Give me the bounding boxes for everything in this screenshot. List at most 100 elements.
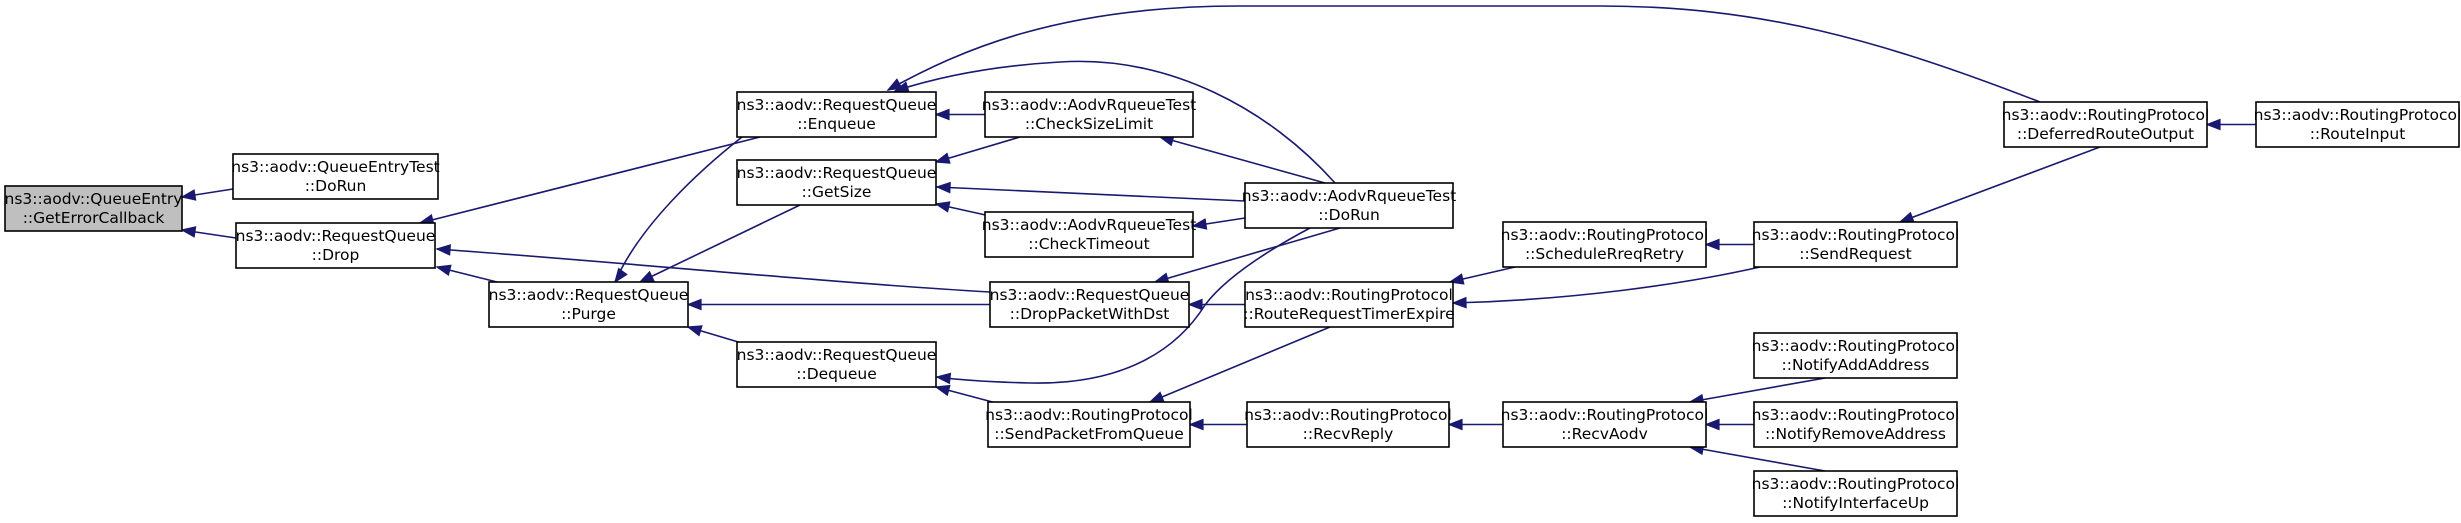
node-get-size[interactable]: ns3::aodv::RequestQueue::GetSize <box>736 159 937 206</box>
node-label-method: ::RouteInput <box>2310 125 2406 143</box>
edge-aodv-rqueue-test-do-run-to-enqueue <box>894 60 1336 184</box>
edge-enqueue-to-purge <box>614 136 743 283</box>
node-box <box>232 153 439 200</box>
node-label-method: ::NotifyRemoveAddress <box>1765 425 1946 443</box>
node-drop[interactable]: ns3::aodv::RequestQueue::Drop <box>235 222 436 269</box>
node-route-input[interactable]: ns3::aodv::RoutingProtocol::RouteInput <box>2254 101 2461 148</box>
edge-aodv-rqueue-test-do-run-to-dequeue <box>936 227 1311 384</box>
node-box <box>1753 221 1958 268</box>
edge-check-timeout-to-get-size-arrowhead <box>934 201 951 213</box>
node-label-class: ns3::aodv::RoutingProtocol <box>1245 286 1453 304</box>
edge-drop-to-get-error-callback-arrowhead <box>180 226 197 238</box>
node-label-method: ::DeferredRouteOutput <box>2017 125 2194 143</box>
node-label-method: ::DropPacketWithDst <box>1010 305 1170 323</box>
node-enqueue[interactable]: ns3::aodv::RequestQueue::Enqueue <box>736 91 937 138</box>
edge-deferred-route-output-to-enqueue <box>887 5 2041 103</box>
node-box <box>1502 221 1707 268</box>
node-box <box>1244 281 1454 328</box>
nodes-layer: ns3::aodv::QueueEntry::GetErrorCallbackn… <box>4 91 2461 517</box>
node-box <box>488 281 689 328</box>
node-label-method: ::DoRun <box>305 177 367 195</box>
node-notify-interface-up[interactable]: ns3::aodv::RoutingProtocol::NotifyInterf… <box>1752 470 1960 517</box>
node-box <box>235 222 436 269</box>
edge-aodv-rqueue-test-do-run-to-get-size <box>936 186 1246 202</box>
node-label-method: ::DoRun <box>1318 206 1380 224</box>
node-send-request[interactable]: ns3::aodv::RoutingProtocol::SendRequest <box>1752 221 1960 268</box>
node-label-class: ns3::aodv::RoutingProtocol <box>2254 106 2461 124</box>
node-box <box>2255 101 2460 148</box>
edge-send-request-to-route-request-timer-expire <box>1452 266 1761 304</box>
edge-notify-add-address-to-recv-aodv <box>1689 377 1826 403</box>
edge-aodv-rqueue-test-do-run-to-get-size-arrowhead <box>935 181 951 194</box>
node-label-class: ns3::aodv::RoutingProtocol <box>1501 226 1709 244</box>
node-schedule-rreq-retry[interactable]: ns3::aodv::RoutingProtocol::ScheduleRreq… <box>1501 221 1709 268</box>
edge-drop-packet-with-dst-to-drop <box>436 248 991 293</box>
node-drop-packet-with-dst[interactable]: ns3::aodv::RequestQueue::DropPacketWithD… <box>989 281 1190 328</box>
node-notify-add-address[interactable]: ns3::aodv::RoutingProtocol::NotifyAddAdd… <box>1752 332 1960 379</box>
node-queue-entry-test-do-run[interactable]: ns3::aodv::QueueEntryTest::DoRun <box>231 153 440 200</box>
node-box <box>1753 332 1958 379</box>
node-box <box>1753 470 1958 517</box>
node-box <box>736 159 937 206</box>
edges-layer <box>180 5 2256 472</box>
node-label-class: ns3::aodv::AodvRqueueTest <box>1242 187 1456 205</box>
node-label-method: ::RecvReply <box>1303 425 1394 443</box>
edge-dequeue-to-purge-arrowhead <box>686 325 703 337</box>
node-box <box>989 281 1190 328</box>
edge-send-packet-from-queue-to-dequeue-arrowhead <box>934 384 951 397</box>
node-label-class: ns3::aodv::QueueEntryTest <box>231 158 439 176</box>
node-label-method: ::ScheduleRreqRetry <box>1525 245 1684 263</box>
node-aodv-rqueue-test-do-run[interactable]: ns3::aodv::AodvRqueueTest::DoRun <box>1242 182 1456 229</box>
node-label-class: ns3::aodv::RoutingProtocol <box>1244 406 1452 424</box>
node-label-class: ns3::aodv::RequestQueue <box>990 286 1190 304</box>
edge-recv-aodv-to-recv-reply-arrowhead <box>1447 418 1463 431</box>
node-label-method: ::CheckTimeout <box>1028 235 1149 253</box>
node-box <box>987 401 1191 448</box>
node-dequeue[interactable]: ns3::aodv::RequestQueue::Dequeue <box>736 341 937 388</box>
node-get-error-callback[interactable]: ns3::aodv::QueueEntry::GetErrorCallback <box>4 185 183 232</box>
node-label-class: ns3::aodv::AodvRqueueTest <box>982 216 1196 234</box>
edge-aodv-rqueue-test-do-run-to-drop-packet-with-dst <box>1154 227 1341 283</box>
node-send-packet-from-queue[interactable]: ns3::aodv::RoutingProtocol::SendPacketFr… <box>985 401 1193 448</box>
node-route-request-timer-expire[interactable]: ns3::aodv::RoutingProtocol::RouteRequest… <box>1243 281 1455 328</box>
node-purge[interactable]: ns3::aodv::RequestQueue::Purge <box>488 281 689 328</box>
edge-route-request-timer-expire-to-drop-packet-with-dst-arrowhead <box>1187 298 1203 311</box>
edge-deferred-route-output-to-enqueue-arrowhead <box>886 78 903 91</box>
node-deferred-route-output[interactable]: ns3::aodv::RoutingProtocol::DeferredRout… <box>2002 101 2210 148</box>
node-box <box>984 91 1194 138</box>
node-label-class: ns3::aodv::RequestQueue <box>737 346 937 364</box>
edge-aodv-rqueue-test-do-run-to-check-timeout-arrowhead <box>1191 218 1208 230</box>
node-label-method: ::Dequeue <box>796 365 876 383</box>
node-label-class: ns3::aodv::RequestQueue <box>489 286 689 304</box>
node-check-size-limit[interactable]: ns3::aodv::AodvRqueueTest::CheckSizeLimi… <box>982 91 1196 138</box>
node-label-method: ::GetSize <box>802 183 872 201</box>
edge-check-size-limit-to-get-size <box>935 136 1021 163</box>
node-label-method: ::Drop <box>312 246 360 264</box>
node-notify-remove-address[interactable]: ns3::aodv::RoutingProtocol::NotifyRemove… <box>1752 401 1960 448</box>
node-box <box>1502 401 1707 448</box>
edge-deferred-route-output-to-send-request-arrowhead <box>1898 211 1915 223</box>
edge-send-request-to-schedule-rreq-retry-arrowhead <box>1704 238 1720 251</box>
node-label-class: ns3::aodv::RoutingProtocol <box>985 406 1193 424</box>
node-label-class: ns3::aodv::RoutingProtocol <box>1752 475 1960 493</box>
edge-get-size-to-purge-arrowhead <box>638 270 655 283</box>
node-box <box>736 91 937 138</box>
edge-notify-remove-address-to-recv-aodv-arrowhead <box>1704 418 1720 431</box>
edge-enqueue-to-drop <box>419 136 761 224</box>
edge-drop-packet-with-dst-to-purge-arrowhead <box>686 298 702 311</box>
edge-route-request-timer-expire-to-send-packet-from-queue-arrowhead <box>1148 391 1165 403</box>
node-label-method: ::GetErrorCallback <box>23 209 165 227</box>
node-recv-reply[interactable]: ns3::aodv::RoutingProtocol::RecvReply <box>1244 401 1452 448</box>
node-label-method: ::CheckSizeLimit <box>1025 115 1153 133</box>
node-check-timeout[interactable]: ns3::aodv::AodvRqueueTest::CheckTimeout <box>982 211 1196 258</box>
node-label-method: ::SendRequest <box>1799 245 1911 263</box>
node-recv-aodv[interactable]: ns3::aodv::RoutingProtocol::RecvAodv <box>1501 401 1709 448</box>
node-box <box>2003 101 2208 148</box>
node-label-class: ns3::aodv::RequestQueue <box>737 96 937 114</box>
edge-drop-packet-with-dst-to-drop-arrowhead <box>435 244 451 256</box>
node-box <box>1246 401 1450 448</box>
node-label-class: ns3::aodv::RoutingProtocol <box>1752 337 1960 355</box>
node-label-class: ns3::aodv::RoutingProtocol <box>2002 106 2210 124</box>
edge-enqueue-to-purge-arrowhead <box>614 267 628 284</box>
node-label-class: ns3::aodv::RequestQueue <box>236 227 436 245</box>
